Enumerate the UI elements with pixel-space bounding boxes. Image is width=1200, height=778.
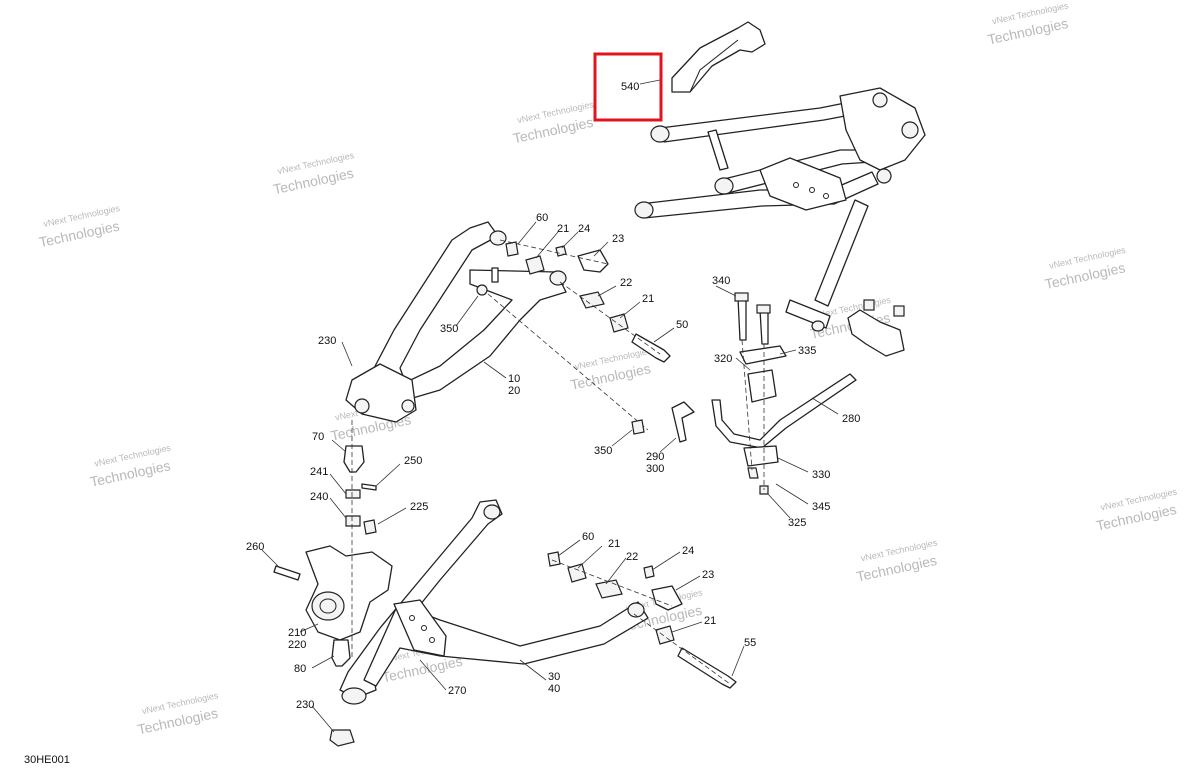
watermark: vNext Technologies Technologies (1095, 486, 1179, 533)
part-280-sway-bar[interactable] (711, 373, 857, 449)
part-225-sleeve[interactable] (363, 519, 377, 535)
part-240-nut[interactable] (345, 515, 361, 527)
callout-22: 22 (626, 551, 638, 563)
callout-540: 540 (621, 81, 639, 93)
watermark: vNext Technologies Technologies (136, 690, 220, 737)
part-210-220-knuckle[interactable] (305, 545, 393, 641)
callout-60: 60 (582, 531, 594, 543)
callout-345: 345 (812, 501, 830, 513)
callout-10: 10 (508, 373, 520, 385)
callout-24: 24 (578, 223, 590, 235)
part-350-nut[interactable] (631, 419, 645, 435)
callout-80: 80 (294, 663, 306, 675)
lower-a-arm (329, 499, 649, 747)
part-241-washer[interactable] (345, 489, 361, 499)
callout-40: 40 (548, 683, 560, 695)
callout-23: 23 (612, 233, 624, 245)
part-22-sleeve[interactable] (595, 579, 623, 599)
callout-225: 225 (410, 501, 428, 513)
part-80-ball-joint[interactable] (331, 639, 351, 667)
callout-335: 335 (798, 345, 816, 357)
part-345-nut[interactable] (747, 467, 759, 479)
callout-21: 21 (608, 538, 620, 550)
callout-24: 24 (682, 545, 694, 557)
callout-230: 230 (296, 699, 314, 711)
callout-230: 230 (318, 335, 336, 347)
callout-320: 320 (714, 353, 732, 365)
part-340-bolt[interactable] (737, 297, 747, 341)
part-60-bushing[interactable] (547, 551, 561, 567)
lower-arm-hardware (547, 551, 737, 689)
watermark: vNext Technologies Technologies (511, 99, 595, 146)
part-260-bolt[interactable] (273, 565, 301, 581)
part-24-nut[interactable] (643, 565, 655, 579)
part-21-bushing[interactable] (609, 313, 629, 333)
part-21-bushing[interactable] (525, 255, 545, 275)
callout-350: 350 (594, 445, 612, 457)
part-21-bushing[interactable] (567, 563, 587, 583)
part-250-pin[interactable] (361, 483, 377, 491)
callout-22: 22 (620, 277, 632, 289)
part-320-clamp[interactable] (747, 369, 777, 403)
part-60-bushing[interactable] (505, 241, 519, 257)
part-23-bracket[interactable] (577, 249, 609, 273)
part-70-ball-joint[interactable] (343, 445, 365, 473)
callout-21: 21 (704, 615, 716, 627)
callout-250: 250 (404, 455, 422, 467)
frame-assembly (634, 21, 926, 332)
part-24-nut[interactable] (555, 245, 567, 257)
part-330-bracket[interactable] (743, 445, 779, 467)
leader-lines (261, 221, 839, 733)
watermark: vNext Technologies Technologies (38, 203, 122, 250)
sway-bar-assembly (631, 292, 905, 495)
knuckle-assembly (273, 420, 393, 667)
callout-240: 240 (310, 491, 328, 503)
callout-55: 55 (744, 637, 756, 649)
callout-60: 60 (536, 212, 548, 224)
part-290-300-link[interactable] (671, 401, 695, 443)
callout-350: 350 (440, 323, 458, 335)
callout-21: 21 (557, 223, 569, 235)
part-23-bracket[interactable] (651, 585, 683, 611)
callout-241: 241 (310, 466, 328, 478)
callout-260: 260 (246, 541, 264, 553)
callout-280: 280 (842, 413, 860, 425)
highlight-box-540[interactable] (593, 52, 663, 122)
watermark: vNext Technologies Technologies (569, 346, 653, 393)
callout-330: 330 (812, 469, 830, 481)
callout-210: 210 (288, 627, 306, 639)
callout-21: 21 (642, 293, 654, 305)
part-540-bracket[interactable] (671, 21, 766, 93)
callout-325: 325 (788, 517, 806, 529)
callout-270: 270 (448, 685, 466, 697)
part-21-bushing[interactable] (655, 625, 675, 645)
diagram-reference-code: 30HE001 (24, 754, 70, 766)
callout-30: 30 (548, 671, 560, 683)
upper-a-arm (345, 221, 567, 423)
watermark: vNext Technologies Technologies (855, 537, 939, 584)
callout-220: 220 (288, 639, 306, 651)
watermark: vNext Technologies Technologies (272, 150, 356, 197)
part-230-boot[interactable] (329, 729, 355, 747)
callout-290: 290 (646, 451, 664, 463)
callout-23: 23 (702, 569, 714, 581)
callout-340: 340 (712, 275, 730, 287)
callout-20: 20 (508, 385, 520, 397)
callout-50: 50 (676, 319, 688, 331)
upper-arm-hardware (487, 239, 671, 431)
callout-300: 300 (646, 463, 664, 475)
callout-70: 70 (312, 431, 324, 443)
watermark: vNext Technologies Technologies (986, 0, 1070, 47)
part-335-plate[interactable] (739, 345, 787, 365)
callout-labels: 540 60 21 24 23 22 21 50 350 230 10 20 3… (246, 81, 860, 711)
watermark: vNext Technologies Technologies (89, 443, 173, 490)
watermark: vNext Technologies Technologies (1043, 245, 1127, 292)
